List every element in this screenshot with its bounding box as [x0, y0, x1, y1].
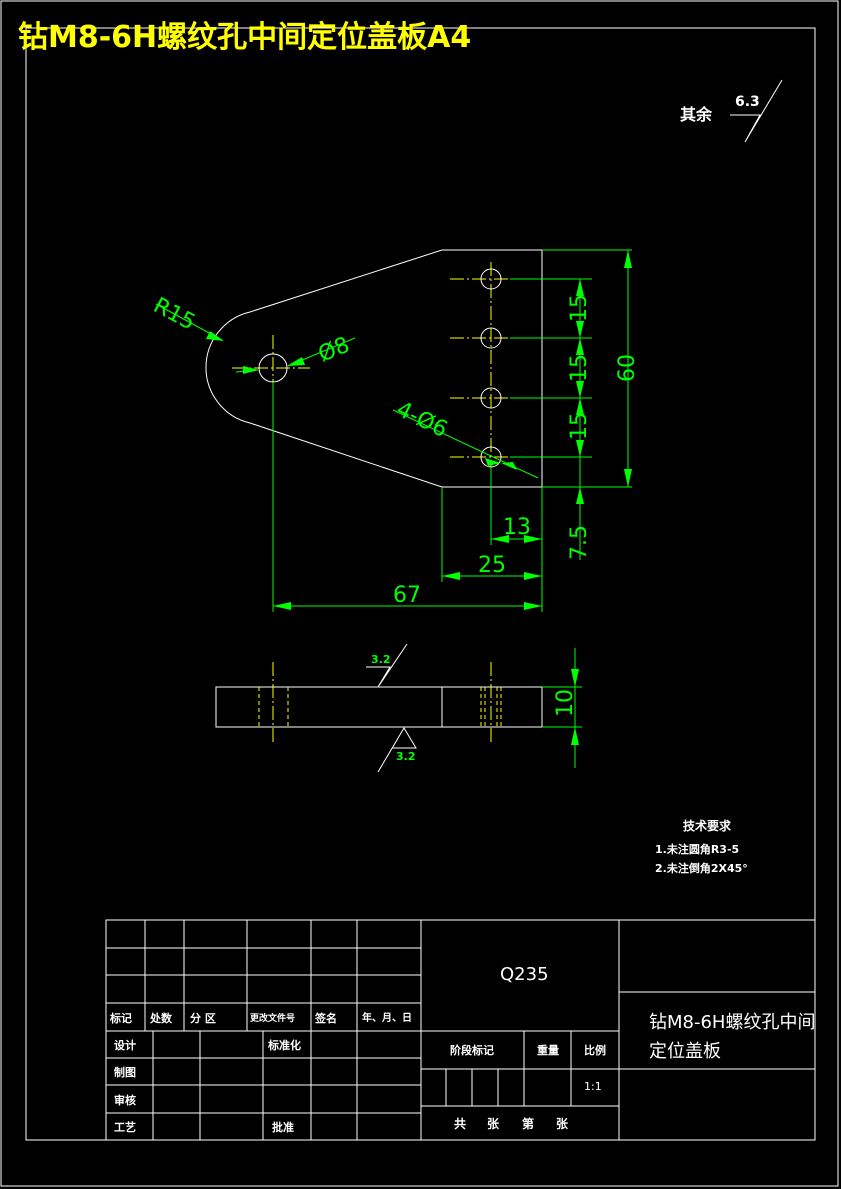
dim-7-5: 7.5: [567, 525, 592, 560]
dim-67: 67: [393, 583, 421, 608]
dim-25: 25: [478, 553, 506, 578]
tech-req-item-2: 2.未注倒角2X45°: [655, 861, 748, 875]
dim-phi8: Ø8: [315, 333, 353, 368]
dim-13: 13: [503, 515, 531, 540]
sheets-unit-1: 张: [487, 1116, 500, 1131]
dim-r15: R15: [149, 293, 199, 335]
roughness-bottom-value: 3.2: [396, 750, 416, 763]
rev-header-zone: 分 区: [190, 1011, 216, 1025]
dim-4-phi6: 4-Ø6: [392, 397, 451, 443]
front-view: R15 Ø8 4-Ø6 15 15 15 60 7.5 13 25 67: [149, 249, 640, 612]
rev-header-mark: 标记: [109, 1011, 132, 1025]
side-view-outline: [215, 686, 543, 728]
dim-15-b: 15: [567, 354, 592, 382]
tech-req-heading: 技术要求: [683, 818, 732, 833]
tech-req-item-1: 1.未注圆角R3-5: [655, 842, 739, 856]
label-scale: 比例: [584, 1043, 606, 1057]
rev-header-doc: 更改文件号: [250, 1012, 295, 1024]
label-drawing: 制图: [114, 1065, 136, 1079]
dim-10: 10: [553, 689, 578, 717]
hole-phi6-3: [480, 387, 502, 409]
rev-header-count: 处数: [149, 1011, 173, 1025]
side-view: 3.2 3.2 10: [215, 643, 582, 773]
part-outline: [205, 249, 543, 488]
technical-requirements: 技术要求 1.未注圆角R3-5 2.未注倒角2X45°: [655, 818, 748, 875]
dim-15-c: 15: [567, 412, 592, 440]
drawing-title: 钻M8-6H螺纹孔中间定位盖板A4: [18, 20, 471, 55]
hole-phi6-2: [480, 327, 502, 349]
label-stage-mark: 阶段标记: [450, 1043, 494, 1057]
label-weight: 重量: [537, 1043, 559, 1057]
label-approve: 批准: [272, 1120, 294, 1134]
rev-header-date: 年、月、日: [362, 1011, 412, 1024]
sheets-unit-2: 张: [556, 1116, 569, 1131]
rev-header-sign: 签名: [314, 1011, 337, 1025]
title-block: Q235 钻M8-6H螺纹孔中间 定位盖板 标记 处数 分 区 更改文件号 签名…: [105, 919, 816, 1141]
part-name-line1: 钻M8-6H螺纹孔中间: [649, 1012, 815, 1033]
dim-60: 60: [615, 354, 640, 382]
roughness-note-label: 其余: [680, 105, 713, 124]
material: Q235: [500, 964, 549, 985]
label-design: 设计: [114, 1038, 136, 1052]
scale-value: 1:1: [584, 1080, 602, 1093]
label-standardize: 标准化: [267, 1038, 301, 1052]
sheets-total: 共: [454, 1116, 466, 1131]
sheet-no: 第: [522, 1116, 534, 1131]
default-roughness-symbol: 其余 6.3: [680, 79, 783, 143]
label-process: 工艺: [114, 1120, 136, 1134]
dim-15-a: 15: [567, 294, 592, 322]
part-name-line2: 定位盖板: [649, 1041, 721, 1062]
roughness-top-value: 3.2: [371, 653, 391, 666]
roughness-default-value: 6.3: [735, 94, 760, 110]
hole-phi6-1: [480, 268, 502, 290]
label-review: 审核: [114, 1093, 136, 1107]
